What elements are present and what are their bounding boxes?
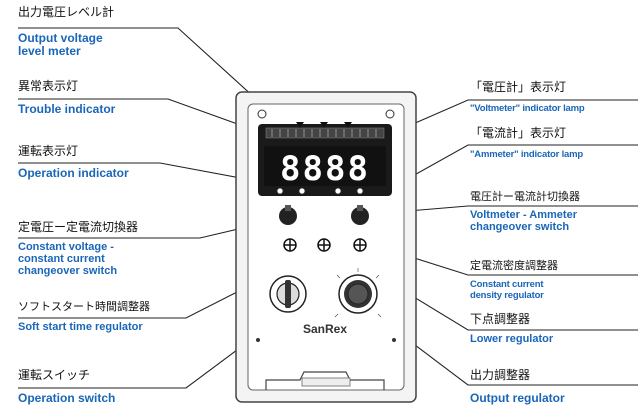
operation-lamp-icon xyxy=(276,187,284,195)
display-value: 8888 xyxy=(280,149,370,189)
indicator-lamps xyxy=(276,187,364,195)
level-meter-ticks xyxy=(271,129,377,137)
panel-screw-icon xyxy=(257,109,267,119)
lower-jp-label: 下点調整器 xyxy=(470,312,531,326)
ammeter-lamp-en-label: "Ammeter" indicator lamp xyxy=(470,149,583,160)
digital-display xyxy=(264,146,386,186)
bottom-terminal xyxy=(265,371,385,390)
trouble-jp-label: 異常表示灯 xyxy=(18,79,79,93)
knob-scale-ticks xyxy=(334,268,382,318)
meter-switch-en-label-2: changeover switch xyxy=(470,221,570,233)
meter-switch-en-label-1: Voltmeter - Ammeter xyxy=(470,209,577,221)
soft-start-en-label: Soft start time regulator xyxy=(18,321,143,333)
trouble-lamp-icon xyxy=(298,187,306,195)
soft-start-trimmer[interactable] xyxy=(283,238,297,252)
voltmeter-lamp-jp-label: 「電圧計」表示灯 xyxy=(470,80,567,94)
operation-switch[interactable] xyxy=(269,275,307,313)
density-en-label-2: density regulator xyxy=(470,290,544,301)
voltmeter-lamp-icon xyxy=(334,187,342,195)
output-meter-en-label-2: level meter xyxy=(18,44,81,58)
soft-start-jp-label: ソフトスタート時間調整器 xyxy=(18,300,150,313)
cv-cc-en-label-2: constant current xyxy=(18,253,105,265)
meter-changeover-switch[interactable] xyxy=(351,205,369,225)
density-en-label-1: Constant current xyxy=(470,279,544,290)
operation-indicator-en-label: Operation indicator xyxy=(18,166,129,180)
panel-screw-icon xyxy=(256,338,260,342)
operation-indicator-jp-label: 運転表示灯 xyxy=(18,144,79,158)
voltmeter-lamp-en-label: "Voltmeter" indicator lamp xyxy=(470,103,585,114)
output-meter-en-label-1: Output voltage xyxy=(18,31,103,45)
brand-logo: SanRex xyxy=(303,322,347,336)
density-trimmer[interactable] xyxy=(353,238,367,252)
triangle-marker-icon xyxy=(344,122,352,128)
ammeter-lamp-icon xyxy=(356,187,364,195)
cv-cc-en-label-3: changeover switch xyxy=(18,265,118,277)
density-jp-label: 定電流密度調整器 xyxy=(470,259,558,272)
trouble-en-label: Trouble indicator xyxy=(18,102,116,116)
operation-switch-en-label: Operation switch xyxy=(18,391,116,405)
cv-cc-jp-label: 定電圧ー定電流切換器 xyxy=(18,220,139,234)
panel-screw-icon xyxy=(392,338,396,342)
triangle-marker-icon xyxy=(320,122,328,128)
meter-switch-jp-label: 電圧計ー電流計切換器 xyxy=(470,190,580,203)
lower-en-label: Lower regulator xyxy=(470,333,554,345)
ammeter-lamp-jp-label: 「電流計」表示灯 xyxy=(470,126,567,140)
level-meter xyxy=(265,127,385,139)
cv-cc-switch[interactable] xyxy=(279,205,297,225)
output-regulator-jp-label: 出力調整器 xyxy=(470,368,531,382)
lower-trimmer[interactable] xyxy=(317,238,331,252)
cv-cc-en-label-1: Constant voltage - xyxy=(18,241,114,253)
output-regulator-en-label: Output regulator xyxy=(470,391,565,405)
output-regulator-knob[interactable] xyxy=(338,274,378,314)
control-panel: 8888 xyxy=(235,91,417,403)
triangle-marker-icon xyxy=(296,122,304,128)
operation-switch-jp-label: 運転スイッチ xyxy=(18,368,91,382)
panel-screw-icon xyxy=(385,109,395,119)
output-meter-jp-label: 出力電圧レベル計 xyxy=(18,5,115,19)
